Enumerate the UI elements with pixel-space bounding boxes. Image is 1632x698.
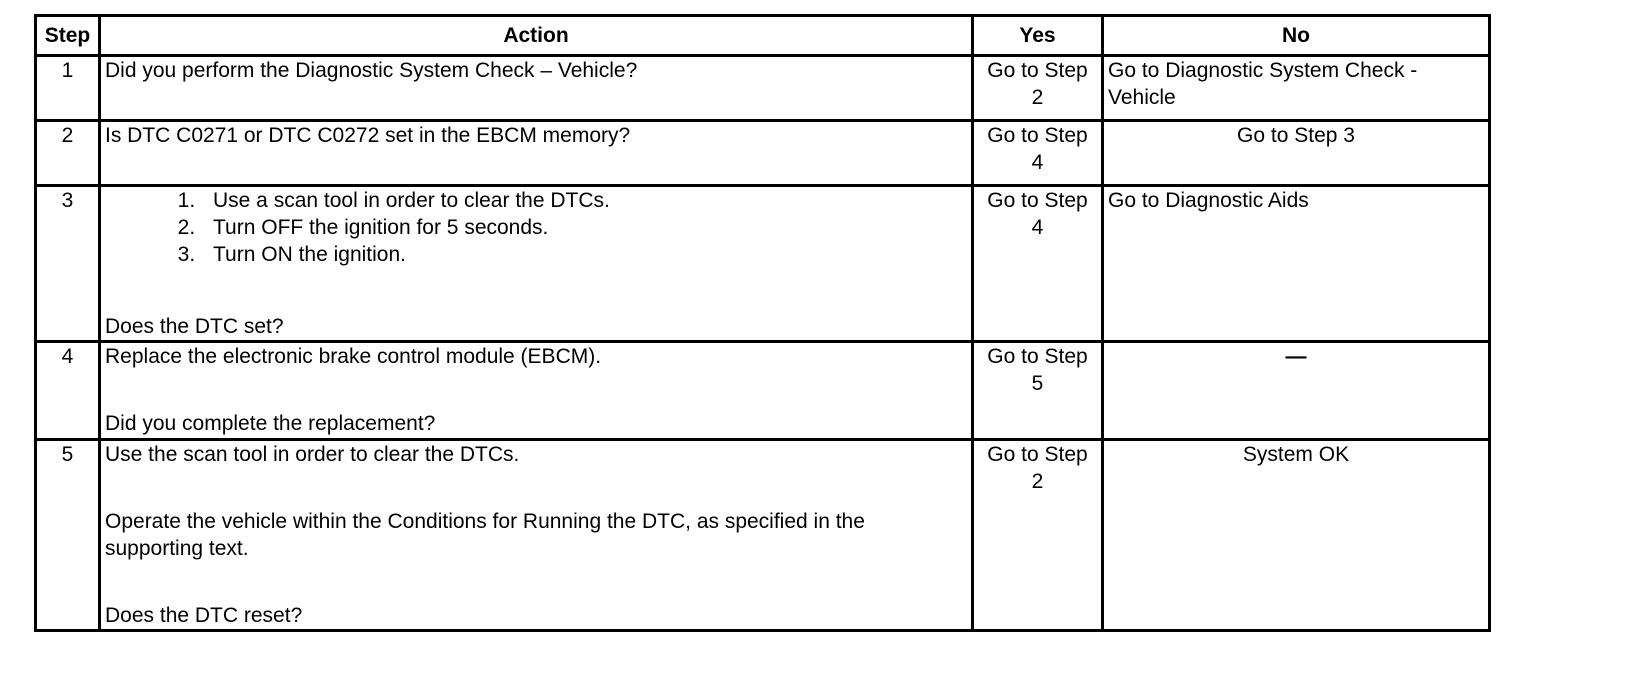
no-cell: System OK xyxy=(1101,438,1491,632)
yes-cell: Go to Step 4 xyxy=(971,184,1104,343)
table-row: 3 Use a scan tool in order to clear the … xyxy=(34,184,1491,343)
diagnostic-table: Step Action Yes No 1 Did you perform the… xyxy=(34,14,1491,632)
action-cell: Use the scan tool in order to clear the … xyxy=(98,438,974,632)
yes-text: Go to Step xyxy=(987,345,1088,368)
yes-cell: Go to Step 5 xyxy=(971,340,1104,441)
table-row: 4 Replace the electronic brake control m… xyxy=(34,340,1491,441)
action-cell: Is DTC C0271 or DTC C0272 set in the EBC… xyxy=(98,119,974,187)
header-action: Action xyxy=(98,14,974,57)
yes-text: Go to Step xyxy=(987,124,1088,147)
no-text: Go to Diagnostic System Check - xyxy=(1108,59,1418,82)
action-question: Did you complete the replacement? xyxy=(105,412,436,435)
yes-step-number: 2 xyxy=(1031,86,1044,109)
action-cell: Did you perform the Diagnostic System Ch… xyxy=(98,54,974,122)
header-no: No xyxy=(1101,14,1491,57)
step-number: 5 xyxy=(34,438,101,632)
list-item: Turn OFF the ignition for 5 seconds. xyxy=(201,214,967,241)
action-question: Does the DTC set? xyxy=(105,315,284,338)
yes-cell: Go to Step 2 xyxy=(971,438,1104,632)
no-text: System OK xyxy=(1242,443,1350,466)
list-item: Use a scan tool in order to clear the DT… xyxy=(201,187,967,214)
action-text: Replace the electronic brake control mod… xyxy=(105,345,602,368)
no-cell: — xyxy=(1101,340,1491,441)
step-number: 2 xyxy=(34,119,101,187)
action-text: Did you perform the Diagnostic System Ch… xyxy=(105,59,638,82)
action-text: Operate the vehicle within the Condition… xyxy=(105,510,865,560)
yes-cell: Go to Step 2 xyxy=(971,54,1104,122)
list-item: Turn ON the ignition. xyxy=(201,241,967,268)
step-number: 1 xyxy=(34,54,101,122)
no-text: — xyxy=(1285,345,1307,368)
yes-step-number: 5 xyxy=(1031,372,1044,395)
no-cell: Go to Diagnostic Aids xyxy=(1101,184,1491,343)
action-cell: Use a scan tool in order to clear the DT… xyxy=(98,184,974,343)
no-text-continued: Vehicle xyxy=(1108,86,1176,109)
table-row: 5 Use the scan tool in order to clear th… xyxy=(34,438,1491,632)
header-step: Step xyxy=(34,14,101,57)
yes-text: Go to Step xyxy=(987,189,1088,212)
no-cell: Go to Step 3 xyxy=(1101,119,1491,187)
action-text: Is DTC C0271 or DTC C0272 set in the EBC… xyxy=(105,124,631,147)
table-row: 1 Did you perform the Diagnostic System … xyxy=(34,54,1491,122)
step-number: 4 xyxy=(34,340,101,441)
action-question: Does the DTC reset? xyxy=(105,604,303,627)
yes-step-number: 4 xyxy=(1031,216,1044,239)
action-cell: Replace the electronic brake control mod… xyxy=(98,340,974,441)
action-text: Use the scan tool in order to clear the … xyxy=(105,443,520,466)
table-row: 2 Is DTC C0271 or DTC C0272 set in the E… xyxy=(34,119,1491,187)
no-text: Go to Diagnostic Aids xyxy=(1108,189,1309,212)
procedure-list: Use a scan tool in order to clear the DT… xyxy=(105,187,967,268)
yes-text: Go to Step xyxy=(987,443,1088,466)
yes-step-number: 4 xyxy=(1031,151,1044,174)
yes-step-number: 2 xyxy=(1031,470,1044,493)
no-cell: Go to Diagnostic System Check - Vehicle xyxy=(1101,54,1491,122)
yes-text: Go to Step xyxy=(987,59,1088,82)
step-number: 3 xyxy=(34,184,101,343)
header-row: Step Action Yes No xyxy=(34,14,1491,57)
header-yes: Yes xyxy=(971,14,1104,57)
yes-cell: Go to Step 4 xyxy=(971,119,1104,187)
no-text: Go to Step 3 xyxy=(1237,124,1355,147)
